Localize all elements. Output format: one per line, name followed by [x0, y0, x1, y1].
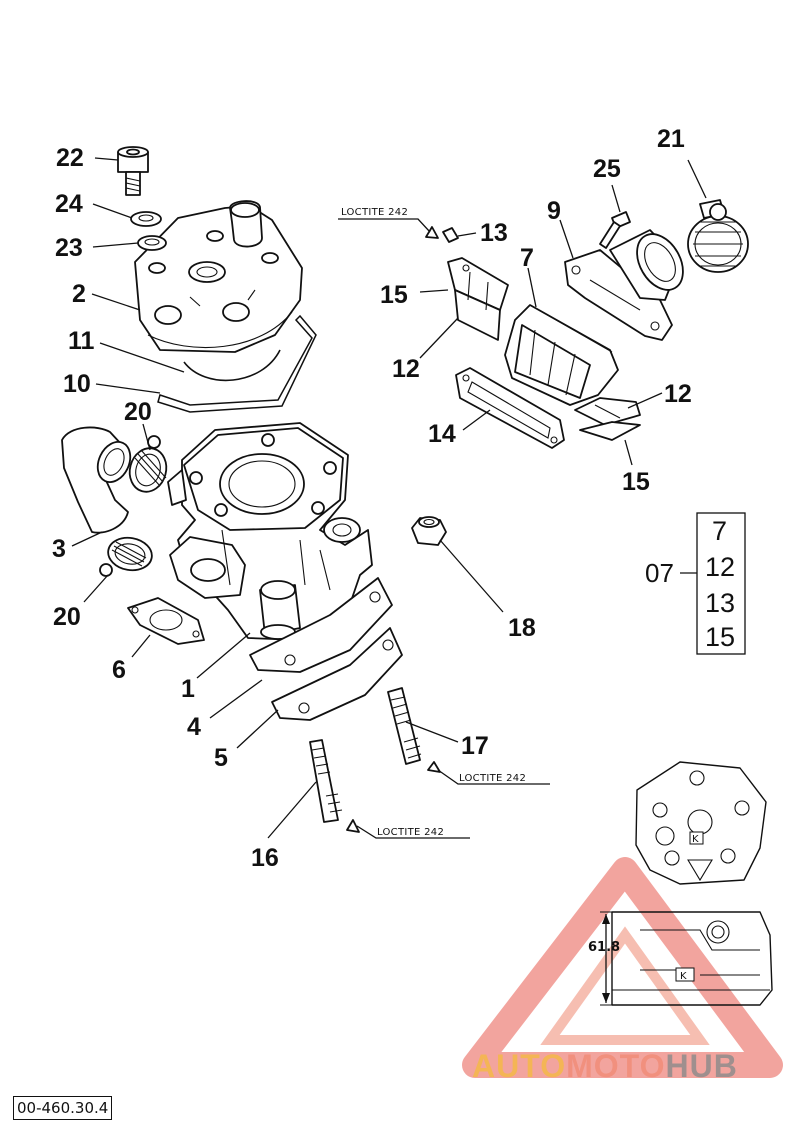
cap-nut — [411, 516, 447, 546]
callout-1: 1 — [181, 675, 195, 703]
exhaust-gasket — [127, 597, 205, 645]
callout-14: 14 — [428, 420, 456, 448]
callout-2: 2 — [72, 280, 86, 308]
kit-item-4: 15 — [705, 622, 735, 652]
callout-4: 4 — [187, 713, 201, 741]
base-shim — [271, 627, 403, 721]
watermark-part-hub: HUB — [665, 1048, 737, 1084]
callout-11: 11 — [68, 327, 95, 355]
head-seal-ring — [183, 349, 281, 382]
watermark-logo — [462, 857, 783, 1078]
callout-12-upper: 12 — [392, 355, 420, 383]
callout-16: 16 — [251, 844, 279, 872]
kit-item-1: 7 — [712, 516, 727, 546]
loctite-note-stud-16: LOCTITE 242 — [377, 827, 444, 838]
manifold-bolt — [599, 211, 631, 249]
reed-screw — [425, 226, 459, 243]
intake-manifold — [564, 229, 684, 341]
reed-petal-lower — [574, 397, 641, 441]
cylinder-block — [167, 422, 373, 641]
loctite-note-top: LOCTITE 242 — [341, 207, 408, 218]
intake-hose-clamp — [687, 199, 749, 273]
callout-20-lower: 20 — [53, 603, 81, 631]
detail-marker-top: K — [692, 834, 699, 845]
watermark-text: AUTOMOTOHUB — [472, 1048, 738, 1084]
kit-box — [696, 512, 746, 655]
o-ring — [137, 235, 167, 251]
base-gasket — [249, 577, 393, 673]
hose-clamp-lower — [99, 536, 153, 577]
reed-valve-block — [504, 304, 619, 406]
callout-22: 22 — [56, 144, 84, 172]
head-gasket — [157, 314, 317, 413]
callout-25: 25 — [593, 155, 621, 183]
callout-7: 7 — [520, 244, 534, 272]
callout-24: 24 — [55, 190, 83, 218]
callout-6: 6 — [112, 656, 126, 684]
callout-15-upper: 15 — [380, 281, 408, 309]
callout-13: 13 — [480, 219, 508, 247]
callout-20-upper: 20 — [124, 398, 152, 426]
callout-18: 18 — [508, 614, 536, 642]
callout-10: 10 — [63, 370, 91, 398]
callout-5: 5 — [214, 744, 228, 772]
detail-marker-side: K — [680, 971, 687, 982]
cylinder-head — [134, 200, 303, 353]
leader-lines — [71, 157, 707, 839]
loctite-note-stud-17: LOCTITE 242 — [459, 773, 526, 784]
stud-16 — [309, 739, 360, 833]
callout-17: 17 — [461, 732, 489, 760]
callout-9: 9 — [547, 197, 561, 225]
callout-3: 3 — [52, 535, 66, 563]
detail-view — [600, 761, 773, 1006]
reed-petal-upper — [447, 257, 509, 341]
kit-item-2: 12 — [705, 552, 735, 582]
callout-21: 21 — [657, 125, 685, 153]
document-code: 00-460.30.4 — [13, 1096, 113, 1120]
callout-numbers: 22 24 23 2 11 10 20 3 20 6 1 4 5 16 17 1… — [52, 125, 692, 872]
callout-12-lower: 12 — [664, 380, 692, 408]
callout-23: 23 — [55, 234, 83, 262]
head-bolt — [117, 146, 149, 196]
hose-clamp-upper — [128, 435, 168, 493]
callout-15-lower: 15 — [622, 468, 650, 496]
washer — [130, 211, 162, 227]
kit-label: 07 — [645, 558, 674, 588]
watermark-part-auto: AUTO — [472, 1048, 566, 1084]
watermark-part-moto: MOTO — [566, 1048, 665, 1084]
kit-item-3: 13 — [705, 588, 735, 618]
stud-17 — [387, 687, 441, 773]
dimension-label: 61.8 — [588, 940, 620, 955]
